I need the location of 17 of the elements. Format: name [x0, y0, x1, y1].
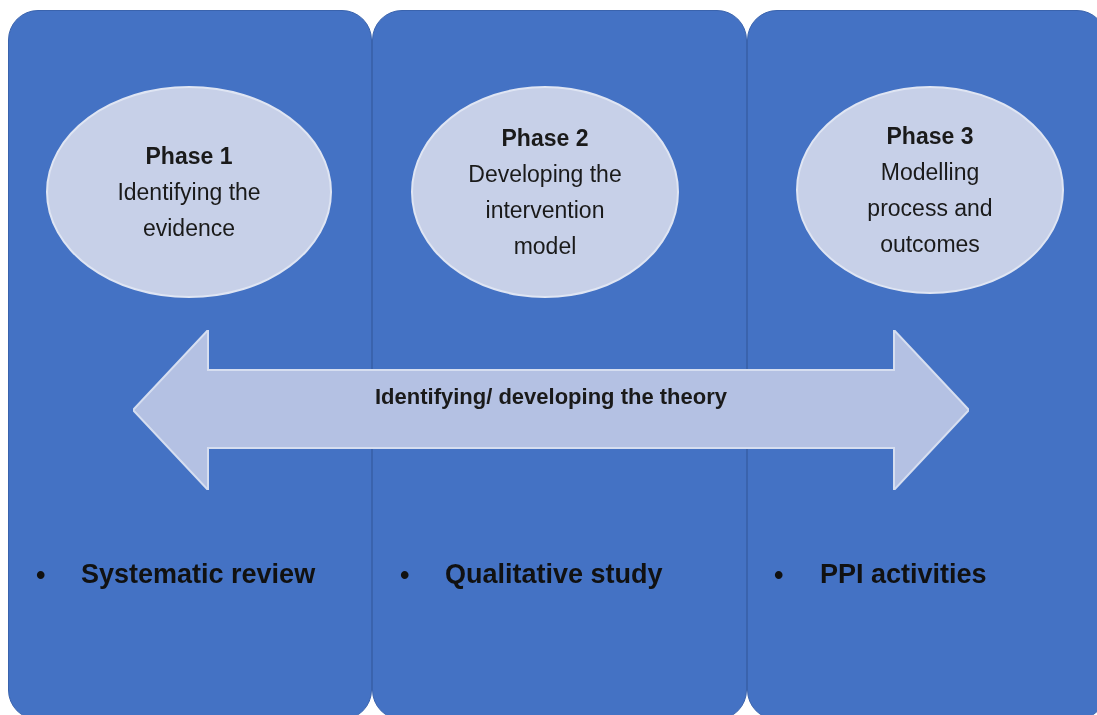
- phase-description: Modelling process and outcomes: [866, 158, 994, 259]
- bullet-marker: •: [774, 560, 784, 591]
- bullet-item: Systematic review: [81, 559, 316, 590]
- phase-heading: Phase 1: [145, 142, 233, 171]
- bullet-marker: •: [36, 560, 46, 591]
- phase-heading: Phase 2: [501, 124, 589, 153]
- phase-heading: Phase 3: [886, 122, 974, 151]
- double-arrow: [133, 330, 969, 490]
- column-panel: [8, 10, 372, 715]
- phase-description: Identifying the evidence: [116, 178, 262, 243]
- phase-description: Developing the intervention model: [467, 160, 623, 261]
- bullet-item: Qualitative study: [445, 559, 663, 590]
- bullet-marker: •: [400, 560, 410, 591]
- arrow-label: Identifying/ developing the theory: [375, 384, 727, 410]
- column-panel: [372, 10, 747, 715]
- column-panel: [747, 10, 1097, 715]
- bullet-item: PPI activities: [820, 559, 987, 590]
